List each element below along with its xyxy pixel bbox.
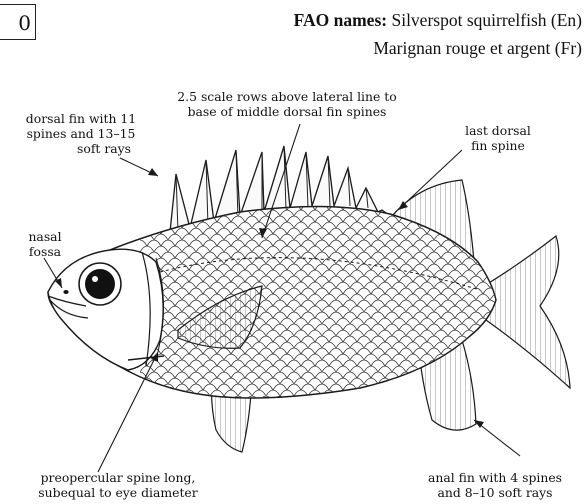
- fish-eye: [79, 263, 121, 305]
- caudal-fin: [484, 236, 570, 388]
- nasal-fossa-mark: [63, 290, 68, 294]
